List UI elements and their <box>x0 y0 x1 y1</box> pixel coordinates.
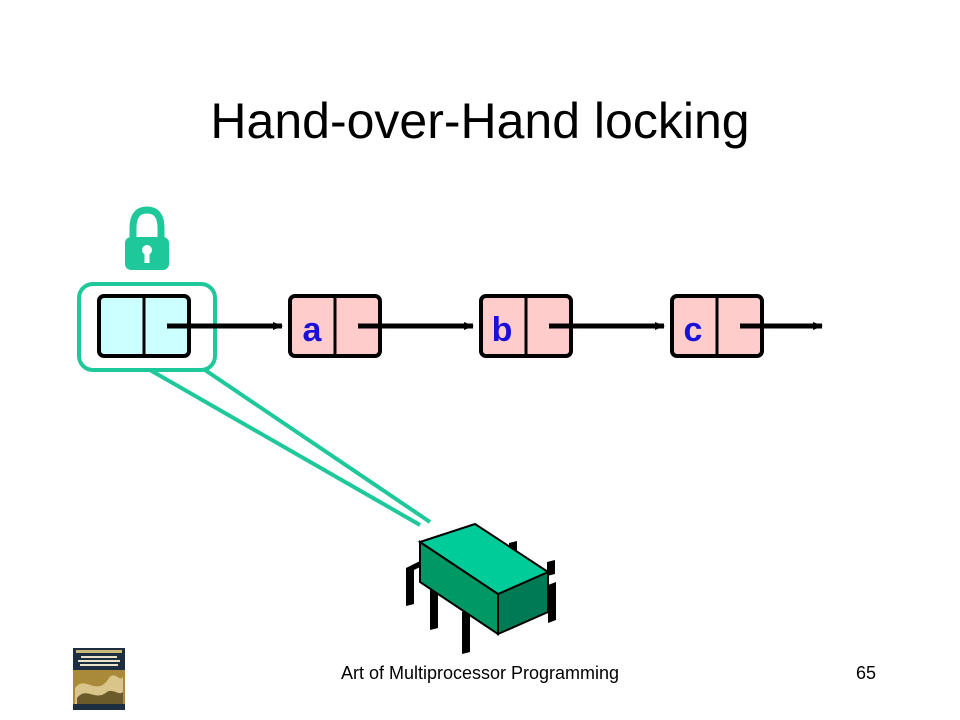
node-label: c <box>684 311 703 349</box>
thread-link-line <box>149 368 421 527</box>
node-label: b <box>492 311 513 349</box>
processor-chip-icon <box>406 522 556 654</box>
padlock-icon <box>125 206 169 270</box>
page-number: 65 <box>856 663 877 683</box>
list-node-c: c <box>670 294 764 358</box>
node-label: a <box>303 311 323 349</box>
slide-title: Hand-over-Hand locking <box>210 93 750 149</box>
thread-link-line <box>203 368 432 524</box>
book-cover-icon <box>73 648 125 710</box>
footer-text: Art of Multiprocessor Programming <box>340 663 620 683</box>
